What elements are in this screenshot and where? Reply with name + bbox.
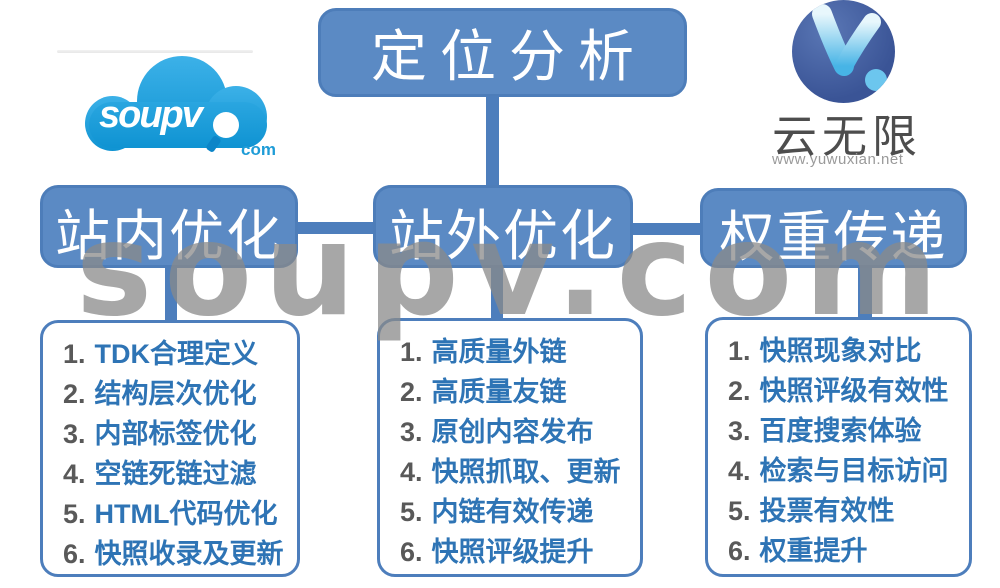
item-text: 快照抓取、更新 <box>431 457 621 487</box>
item-number: 4. <box>728 456 751 486</box>
list-item: 3. 百度搜索体验 <box>728 411 969 451</box>
item-number: 5. <box>400 497 423 527</box>
item-text: 投票有效性 <box>759 496 895 526</box>
list-item: 6. 快照评级提升 <box>400 532 640 572</box>
item-text: 内部标签优化 <box>94 419 257 449</box>
soupv-logo-suffix: com <box>241 140 276 159</box>
list-box-offsite: 1. 高质量外链 2. 高质量友链 3. 原创内容发布 4. 快照抓取、更新 5. 内链有效传递 6… <box>377 318 643 577</box>
item-number: 6. <box>63 539 86 569</box>
item-number: 3. <box>63 419 86 449</box>
list-item: 5. 内链有效传递 <box>400 492 640 532</box>
item-text: 高质量外链 <box>431 337 567 367</box>
list-item: 4. 空链死链过滤 <box>63 454 297 494</box>
list-item: 3. 内部标签优化 <box>63 414 297 454</box>
yunwuxian-logo-mark <box>792 0 895 103</box>
list-item: 2. 高质量友链 <box>400 372 640 412</box>
item-number: 4. <box>63 459 86 489</box>
item-text: 百度搜索体验 <box>759 416 922 446</box>
list-item: 1. TDK合理定义 <box>63 334 297 374</box>
item-number: 1. <box>728 336 751 366</box>
item-number: 3. <box>728 416 751 446</box>
connector-left-to-list <box>165 264 177 322</box>
soupv-logo: soupv com <box>85 56 276 159</box>
item-text: 快照评级有效性 <box>759 376 949 406</box>
item-text: 结构层次优化 <box>94 379 257 409</box>
list-item: 1. 高质量外链 <box>400 332 640 372</box>
item-number: 4. <box>400 457 423 487</box>
liquid-v-icon <box>812 4 887 91</box>
connector-middle-right <box>632 223 702 235</box>
item-text: 快照现象对比 <box>759 336 922 366</box>
item-number: 6. <box>400 537 423 567</box>
list-box-onsite: 1. TDK合理定义 2. 结构层次优化 3. 内部标签优化 4. 空链死链过滤 5. HTML代… <box>40 320 300 577</box>
list-item: 5. HTML代码优化 <box>63 494 297 534</box>
yunwuxian-url-text: www.yuwuxian.net <box>772 151 904 168</box>
list-item: 6. 快照收录及更新 <box>63 534 297 574</box>
list-item: 6. 权重提升 <box>728 531 969 571</box>
node-onsite-optimization: 站内优化 <box>40 185 298 268</box>
item-number: 2. <box>728 376 751 406</box>
connector-left-middle <box>296 222 375 234</box>
node-label: 定位分析 <box>371 25 647 88</box>
item-number: 5. <box>728 496 751 526</box>
node-label: 权重传递 <box>719 206 948 268</box>
node-positioning-analysis: 定位分析 <box>318 8 687 97</box>
item-text: 空链死链过滤 <box>94 459 257 489</box>
item-number: 5. <box>63 499 86 529</box>
item-number: 1. <box>400 337 423 367</box>
list-box-weight: 1. 快照现象对比 2. 快照评级有效性 3. 百度搜索体验 4. 检索与目标访问 5. 投票有效… <box>705 317 972 577</box>
item-text: 检索与目标访问 <box>759 456 949 486</box>
node-weight-transfer: 权重传递 <box>700 188 967 268</box>
list-item: 2. 结构层次优化 <box>63 374 297 414</box>
item-number: 2. <box>400 377 423 407</box>
item-text: HTML代码优化 <box>94 499 278 529</box>
connector-root-to-middle <box>486 96 499 188</box>
item-number: 1. <box>63 339 86 369</box>
weight-item-list: 1. 快照现象对比 2. 快照评级有效性 3. 百度搜索体验 4. 检索与目标访问 5. 投票有效… <box>708 320 969 571</box>
list-item: 5. 投票有效性 <box>728 491 969 531</box>
magnifier-icon <box>213 112 239 138</box>
connector-right-to-list <box>858 264 872 319</box>
item-number: 3. <box>400 417 423 447</box>
item-text: 高质量友链 <box>431 377 567 407</box>
onsite-item-list: 1. TDK合理定义 2. 结构层次优化 3. 内部标签优化 4. 空链死链过滤 5. HTML代… <box>43 323 297 574</box>
list-item: 4. 检索与目标访问 <box>728 451 969 491</box>
list-item: 3. 原创内容发布 <box>400 412 640 452</box>
offsite-item-list: 1. 高质量外链 2. 高质量友链 3. 原创内容发布 4. 快照抓取、更新 5. 内链有效传递 6… <box>380 321 640 572</box>
connector-middle-to-list <box>491 264 503 320</box>
item-text: 内链有效传递 <box>431 497 594 527</box>
item-text: 快照收录及更新 <box>94 539 284 569</box>
soupv-logo-text: soupv <box>99 94 203 136</box>
node-offsite-optimization: 站外优化 <box>373 185 633 268</box>
list-item: 2. 快照评级有效性 <box>728 371 969 411</box>
divider-line <box>57 50 253 53</box>
item-text: TDK合理定义 <box>94 339 259 369</box>
yunwuxian-brand-text: 云无限 <box>772 111 923 162</box>
list-item: 1. 快照现象对比 <box>728 331 969 371</box>
node-label: 站内优化 <box>54 204 283 267</box>
item-number: 6. <box>728 536 751 566</box>
item-text: 原创内容发布 <box>431 417 594 447</box>
node-label: 站外优化 <box>388 204 617 267</box>
list-item: 4. 快照抓取、更新 <box>400 452 640 492</box>
item-text: 权重提升 <box>759 536 868 566</box>
item-text: 快照评级提升 <box>431 537 594 567</box>
item-number: 2. <box>63 379 86 409</box>
